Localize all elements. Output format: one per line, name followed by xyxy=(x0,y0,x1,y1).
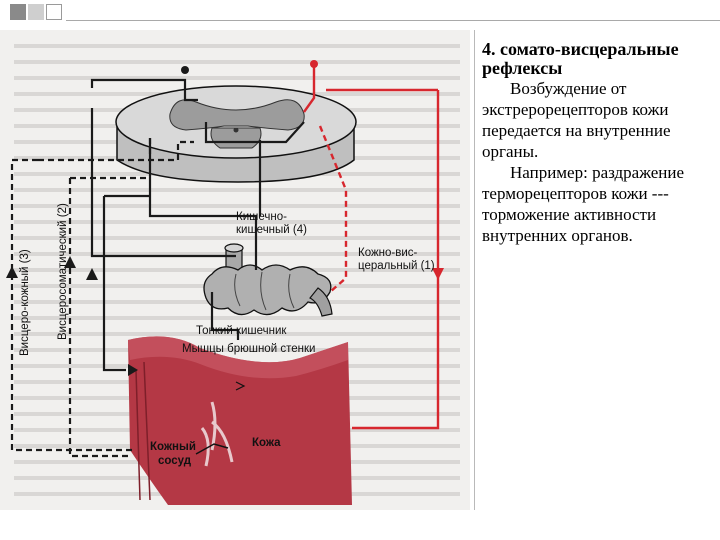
square-white xyxy=(46,4,62,20)
label-cutaneous-visceral-line1: Кожно-вис- xyxy=(358,247,418,259)
label-viscero-somatic: Висцеросоматический (2) xyxy=(57,203,69,340)
reflex-diagram: Кишечно- кишечный (4) Кожно-вис- церальн… xyxy=(0,30,470,510)
slide-heading: 4. сомато-висцеральные рефлексы xyxy=(482,40,714,78)
label-viscero-cutaneous: Висцеро-кожный (3) xyxy=(19,249,31,356)
label-skin: Кожа xyxy=(252,437,281,449)
skin-tissue xyxy=(128,336,352,505)
label-intestinal-line1: Кишечно- xyxy=(236,211,287,223)
decorative-squares xyxy=(10,4,720,30)
label-skin-vessel-line1: Кожный xyxy=(150,441,196,453)
square-dark xyxy=(10,4,26,20)
label-intestinal-line2: кишечный (4) xyxy=(236,224,307,236)
divider xyxy=(474,30,475,510)
paragraph-1: Возбуждение от экстрерорецепторов кожи п… xyxy=(482,78,714,162)
label-cutaneous-visceral-line2: церальный (1) xyxy=(358,260,435,272)
label-skin-vessel-line2: сосуд xyxy=(158,455,192,467)
square-light xyxy=(28,4,44,20)
slide-text: 4. сомато-висцеральные рефлексы Возбужде… xyxy=(482,40,714,246)
label-small-intestine: Тонкий кишечник xyxy=(196,325,287,337)
neuron-cell-red xyxy=(310,60,318,68)
spinal-cord xyxy=(116,86,356,182)
label-abdominal-muscles: Мышцы брюшной стенки xyxy=(182,343,315,355)
neuron-cell-black xyxy=(181,66,189,74)
paragraph-2: Например: раздражение терморецепторов ко… xyxy=(482,162,714,246)
